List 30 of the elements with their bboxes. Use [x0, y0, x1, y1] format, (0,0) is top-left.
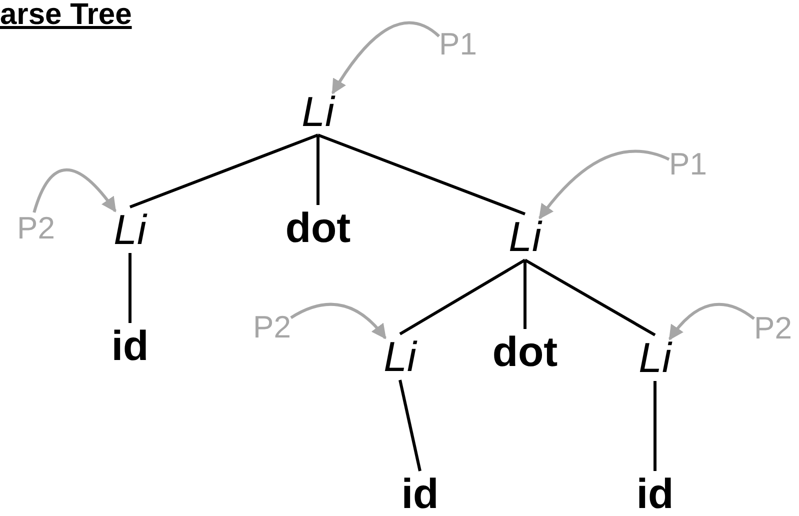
tree-branch	[129, 134, 319, 208]
nonterminal-label: Li	[638, 337, 672, 379]
tree-branch	[399, 258, 526, 336]
curved-arrow	[290, 302, 386, 340]
nonterminal-label: Li	[302, 91, 334, 133]
curved-arrow	[331, 21, 440, 94]
production-label: P1	[669, 148, 707, 180]
production-label: P2	[754, 312, 792, 344]
tree-branch	[316, 135, 320, 205]
tree-branch	[317, 134, 526, 216]
nonterminal-label: Li	[114, 209, 146, 251]
terminal-label: id	[636, 473, 674, 515]
nonterminal-label: Li	[384, 336, 416, 378]
curved-arrow	[668, 302, 755, 340]
tree-branch	[654, 381, 656, 471]
terminal-label: dot	[492, 331, 558, 373]
terminal-label: id	[401, 473, 439, 515]
terminal-label: dot	[285, 207, 351, 249]
nonterminal-label: Li	[508, 216, 542, 258]
terminal-label: id	[111, 325, 149, 367]
curved-arrow	[538, 150, 670, 220]
production-label: P2	[253, 312, 291, 342]
production-label: P1	[439, 28, 477, 60]
title: arse Tree	[0, 0, 132, 32]
tree-branch	[398, 380, 422, 472]
production-label: P2	[17, 212, 55, 244]
tree-branch	[524, 258, 656, 336]
curved-arrow	[32, 168, 116, 213]
tree-branch	[128, 253, 132, 323]
tree-branch	[524, 260, 526, 329]
